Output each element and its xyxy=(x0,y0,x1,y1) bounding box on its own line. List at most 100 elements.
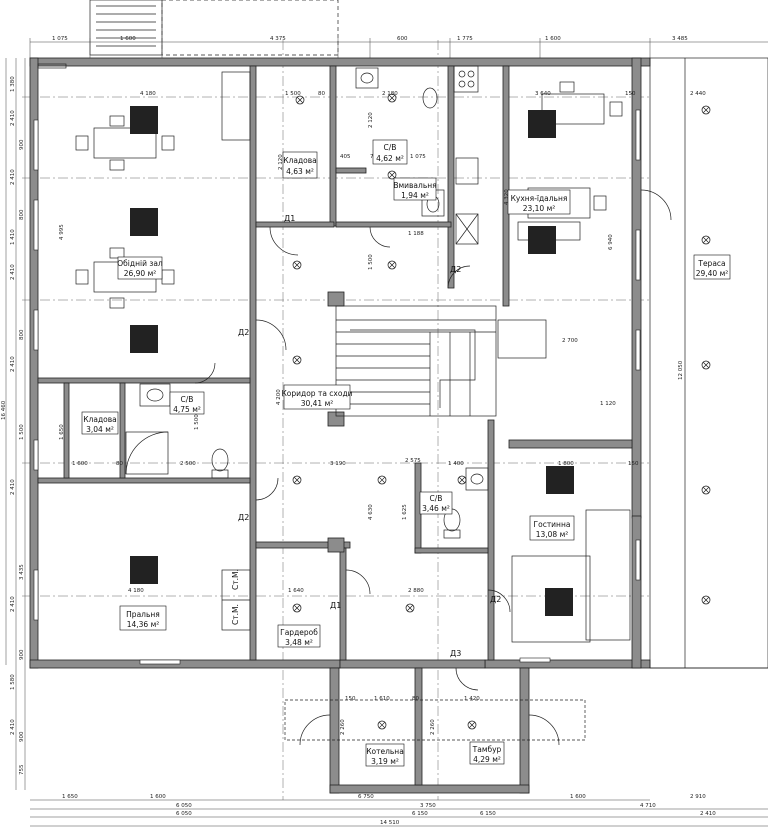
room-wc-2: С/В 4,75 м² xyxy=(169,391,205,415)
dim-left-11: 2 410 xyxy=(10,479,16,495)
room-wardrobe: Гардероб 3,48 м² xyxy=(277,624,321,648)
door-label-4: Д2 xyxy=(238,513,249,522)
top-stairs xyxy=(89,0,339,56)
door-label-5: Д2 xyxy=(490,595,501,604)
room-storage-1: Кладова 4,63 м² xyxy=(282,151,318,179)
dim-bottom-1-3: 6 750 xyxy=(358,794,374,800)
dim-left-14: 900 xyxy=(19,649,25,660)
svg-text:Кухня-їдальня: Кухня-їдальня xyxy=(511,194,568,203)
dim-left-15: 1 580 xyxy=(10,674,16,690)
dim-v-9: 4 630 xyxy=(368,504,374,520)
svg-text:3,04 м²: 3,04 м² xyxy=(86,425,114,434)
washing-machine-label-1: Ст.М. xyxy=(231,569,240,590)
dim-bottom-2-2: 6 150 xyxy=(412,811,428,817)
washing-machine-label-2: Ст.М. xyxy=(231,604,240,625)
living-furniture xyxy=(497,319,631,643)
dim-inner-4: 2 180 xyxy=(382,91,398,97)
room-corridor: Коридор та сходи 30,41 м² xyxy=(281,384,353,410)
dim-v-7: 6 940 xyxy=(608,234,614,250)
dim-left-7: 2 410 xyxy=(10,264,16,280)
room-labels: Обідній зал 26,90 м² Кладова 4,63 м² С/В… xyxy=(81,139,731,767)
dim-bottom-3-1: 6 050 xyxy=(176,811,192,817)
kitchen-furniture xyxy=(453,65,623,254)
dim-top-4: 600 xyxy=(397,36,408,42)
dim-inner-8: 405 xyxy=(340,154,351,160)
svg-text:Котельна: Котельна xyxy=(366,747,404,756)
svg-text:Пральня: Пральня xyxy=(126,610,160,619)
svg-text:13,08 м²: 13,08 м² xyxy=(536,530,569,539)
svg-text:26,90 м²: 26,90 м² xyxy=(124,269,157,278)
room-living: Гостинна 13,08 м² xyxy=(529,515,575,541)
svg-text:Обідній зал: Обідній зал xyxy=(117,259,163,268)
dim-top-6: 1 600 xyxy=(545,36,561,42)
inner-dimensions: 4 180 1 500 80 2 180 3 640 150 2 440 405… xyxy=(72,91,706,702)
room-terrace: Тераса 29,40 м² xyxy=(693,254,731,280)
dim-left-18: 755 xyxy=(19,764,25,775)
svg-text:Гостинна: Гостинна xyxy=(534,520,571,529)
svg-text:23,10 м²: 23,10 м² xyxy=(523,204,556,213)
room-kitchen-dining: Кухня-їдальня 23,10 м² xyxy=(507,189,571,215)
dim-v-4: 2 260 xyxy=(340,719,346,735)
dim-inner-22: 1 610 xyxy=(374,696,390,702)
dim-inner-7: 2 440 xyxy=(690,91,706,97)
room-washroom: Вмивальня 1,94 м² xyxy=(393,177,437,201)
sanitary-fixtures xyxy=(125,67,489,539)
dim-bottom-2-3: 4 710 xyxy=(640,803,656,809)
dim-left-total: 16 460 xyxy=(1,400,7,420)
dim-left-9: 2 410 xyxy=(10,356,16,372)
svg-text:4,29 м²: 4,29 м² xyxy=(473,755,501,764)
dining-furniture xyxy=(75,71,251,353)
dim-left-17: 900 xyxy=(19,731,25,742)
dim-left-16: 2 410 xyxy=(10,719,16,735)
left-dimensions: 16 460 1 380 2 410 900 2 410 800 1 410 2… xyxy=(1,58,26,790)
dim-left-2: 2 410 xyxy=(10,110,16,126)
door-label-1: Д1 xyxy=(284,214,295,223)
dim-inner-13: 1 600 xyxy=(72,461,88,467)
dim-bottom-1-2: 1 600 xyxy=(150,794,166,800)
svg-text:4,62 м²: 4,62 м² xyxy=(376,154,404,163)
dim-inner-18: 1 400 xyxy=(448,461,464,467)
laundry-furniture xyxy=(130,556,251,631)
dim-left-6: 1 410 xyxy=(10,229,16,245)
dim-right-total: 12 050 xyxy=(678,360,684,380)
dim-left-8: 800 xyxy=(19,329,25,340)
dim-inner-1: 4 180 xyxy=(140,91,156,97)
svg-text:3,46 м²: 3,46 м² xyxy=(422,504,450,513)
svg-text:30,41 м²: 30,41 м² xyxy=(301,399,334,408)
svg-text:14,36 м²: 14,36 м² xyxy=(127,620,160,629)
dim-inner-27: 1 188 xyxy=(408,231,424,237)
dim-top-7: 3 485 xyxy=(672,36,688,42)
dim-inner-28: 150 xyxy=(628,461,639,467)
dim-v-10: 1 500 xyxy=(194,414,200,430)
dim-bottom-1-5: 1 600 xyxy=(570,794,586,800)
svg-text:3,19 м²: 3,19 м² xyxy=(371,757,399,766)
dim-inner-19: 1 800 xyxy=(558,461,574,467)
dim-v-8: 4 320 xyxy=(504,189,510,205)
room-storage-2: Кладова 3,04 м² xyxy=(81,411,119,435)
dim-left-1: 1 380 xyxy=(10,76,16,92)
svg-text:Тамбур: Тамбур xyxy=(472,745,502,754)
svg-text:3,48 м²: 3,48 м² xyxy=(285,638,313,647)
dim-v-5: 2 260 xyxy=(430,719,436,735)
dim-bottom-total: 14 510 xyxy=(380,820,400,826)
svg-text:Кладова: Кладова xyxy=(83,415,117,424)
svg-text:Кладова: Кладова xyxy=(283,156,317,165)
dim-inner-30: 4 200 xyxy=(276,389,282,405)
svg-text:29,40 м²: 29,40 м² xyxy=(696,269,729,278)
ceiling-lights xyxy=(292,93,711,730)
svg-text:Вмивальня: Вмивальня xyxy=(393,181,436,190)
bottom-dimensions: 1 650 1 600 6 750 3 750 1 600 2 910 6 05… xyxy=(30,794,768,827)
dim-bottom-1-6: 2 910 xyxy=(690,794,706,800)
dim-top-1: 1 075 xyxy=(52,36,68,42)
dim-inner-25: 150 xyxy=(345,696,356,702)
door-label-2: Д2 xyxy=(450,265,461,274)
dim-left-5: 800 xyxy=(19,209,25,220)
dim-v-1: 4 995 xyxy=(59,224,65,240)
dim-bottom-1-4: 3 750 xyxy=(420,803,436,809)
dim-inner-21: 2 880 xyxy=(408,588,424,594)
door-label-8: Д3 xyxy=(450,649,461,658)
dim-inner-17: 2 575 xyxy=(405,458,421,464)
room-vestibule: Тамбур 4,29 м² xyxy=(469,741,505,765)
dim-bottom-1-1: 1 650 xyxy=(62,794,78,800)
svg-text:Коридор та сходи: Коридор та сходи xyxy=(281,389,352,398)
